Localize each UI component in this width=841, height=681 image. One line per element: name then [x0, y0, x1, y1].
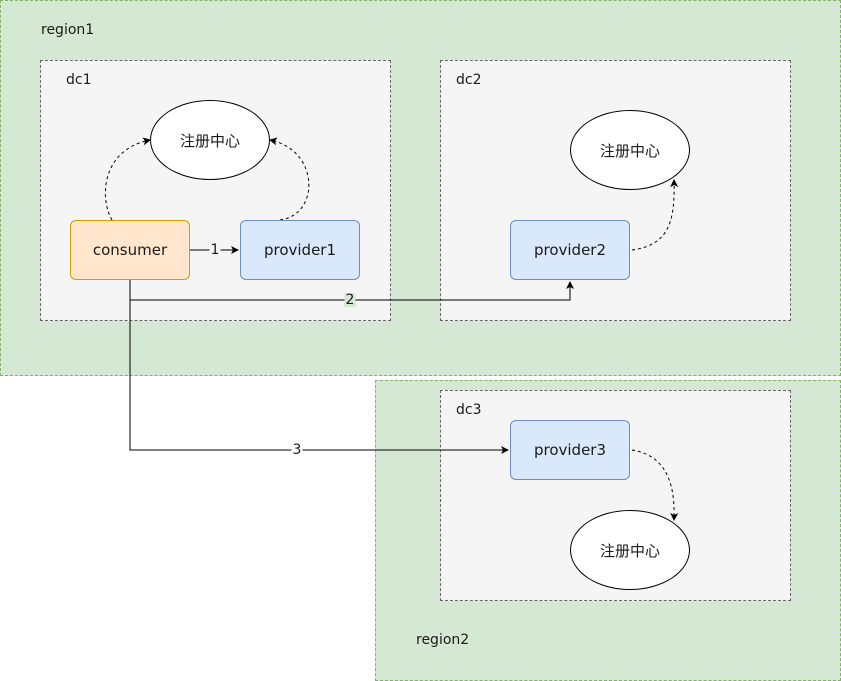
registry-dc3[interactable]: 注册中心 — [570, 510, 690, 590]
dc3-label: dc3 — [456, 402, 482, 418]
edge-label-2: 2 — [344, 292, 356, 308]
edge-label-1: 1 — [209, 242, 221, 258]
consumer-node[interactable]: consumer — [70, 220, 190, 280]
registry-dc2[interactable]: 注册中心 — [570, 110, 690, 190]
edge-consumer-registry1 — [104, 137, 151, 221]
region2-label: region2 — [416, 632, 470, 648]
dc2-label: dc2 — [456, 72, 482, 88]
provider1-node[interactable]: provider1 — [240, 220, 360, 280]
region1-label: region1 — [41, 22, 95, 38]
provider3-node[interactable]: provider3 — [510, 420, 630, 480]
edge-consumer-provider3 — [129, 300, 509, 454]
edge-label-3: 3 — [291, 442, 303, 458]
provider2-node[interactable]: provider2 — [510, 220, 630, 280]
edge-provider2-registry2 — [631, 179, 679, 251]
dc1-label: dc1 — [66, 72, 92, 88]
registry-dc1[interactable]: 注册中心 — [150, 100, 270, 180]
edge-provider1-registry1 — [269, 137, 310, 221]
